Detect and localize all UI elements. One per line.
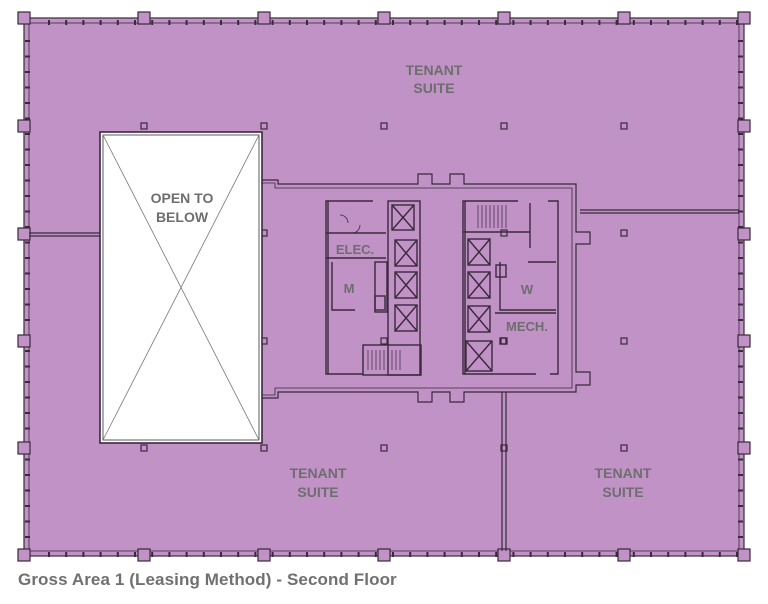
core-left [325, 200, 422, 376]
open-to-below-area [99, 131, 263, 444]
tenant-suite-bl-label-2: SUITE [297, 484, 338, 500]
core-right [462, 200, 559, 375]
tenant-suite-br-label-2: SUITE [602, 484, 643, 500]
elec-room-label: ELEC. [336, 242, 374, 257]
stair-right [477, 205, 507, 228]
plan-caption: Gross Area 1 (Leasing Method) - Second F… [18, 570, 397, 589]
open-to-below-label-2: BELOW [156, 209, 209, 225]
corridor-walls [262, 173, 591, 403]
w-room-label: W [521, 282, 534, 297]
tenant-suite-br-label: TENANT [595, 465, 652, 481]
m-room-label: M [344, 281, 355, 296]
mech-room-label: MECH. [506, 319, 548, 334]
tenant-suite-bl-label: TENANT [290, 465, 347, 481]
tenant-suite-top-label-2: SUITE [413, 80, 454, 96]
stair-left [367, 350, 401, 370]
open-to-below-label: OPEN TO [151, 190, 214, 206]
tenant-suite-top-label: TENANT [406, 62, 463, 78]
interior-columns [140, 122, 628, 452]
floor-plan: TENANT SUITE TENANT SUITE TENANT SUITE O… [17, 11, 751, 562]
perimeter-columns [17, 11, 751, 562]
demising-walls [29, 209, 739, 551]
